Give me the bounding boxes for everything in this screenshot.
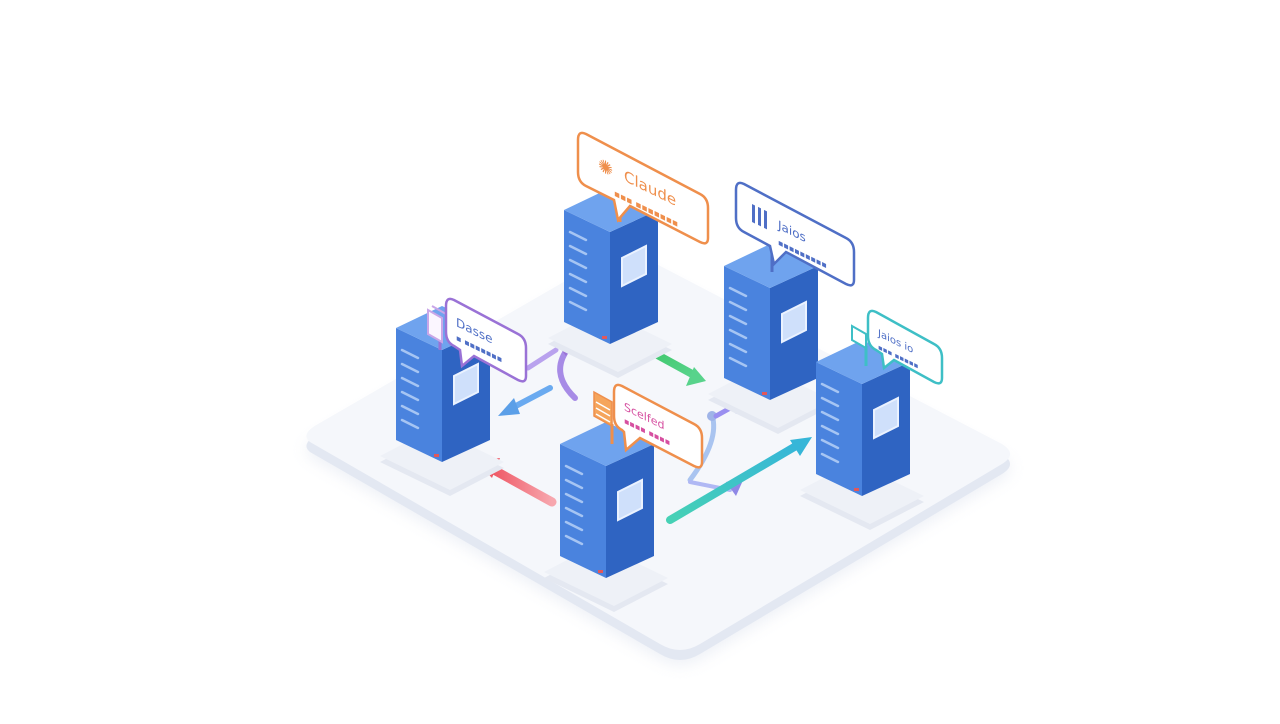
servers — [380, 188, 924, 612]
server-right-top — [708, 244, 832, 434]
claude-icon: ✺ — [598, 154, 613, 182]
label-center: Scelfed ▪▪▪▪ ▪▪▪▪ — [593, 383, 704, 469]
db-icon — [593, 390, 613, 428]
server-right — [800, 340, 924, 530]
server-top — [548, 188, 672, 378]
folder-icon — [427, 305, 447, 344]
chat-icon — [851, 324, 867, 350]
server-center — [544, 422, 668, 612]
arrow-teal — [666, 437, 812, 524]
bars-icon — [752, 204, 767, 230]
label-left: Dasse ▪ ▪▪▪▪▪▪▪ — [427, 297, 528, 383]
arrow-blue — [498, 385, 553, 416]
label-right: Jaios io ▪▪▪ ▪▪▪▪▪ — [851, 309, 944, 385]
